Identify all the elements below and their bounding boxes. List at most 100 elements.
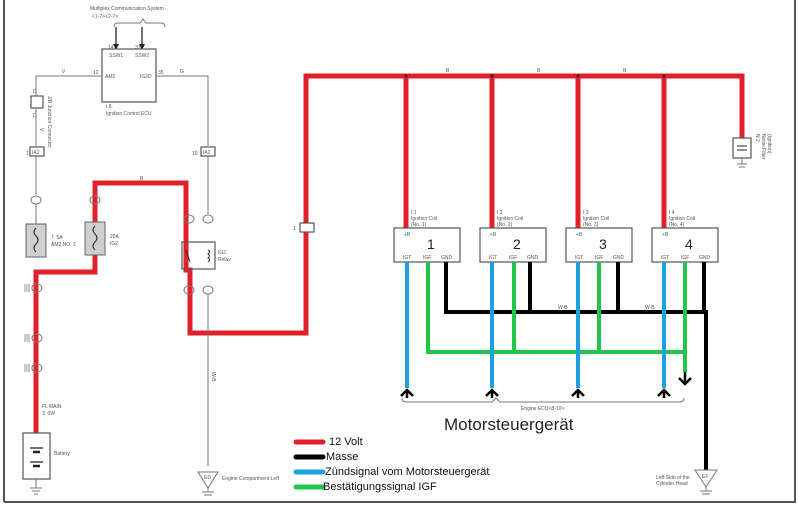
svg-text:W-B: W-B xyxy=(210,372,216,382)
svg-text:12: 12 xyxy=(93,70,99,76)
coil-ref: I 1 xyxy=(411,210,417,216)
wire-g xyxy=(156,75,209,146)
svg-text:IG2D: IG2D xyxy=(140,74,152,80)
svg-text:B: B xyxy=(623,68,627,74)
coil-number: 2 xyxy=(513,236,521,252)
connector-ring xyxy=(30,195,42,205)
multiplex-title: Multiplex Communication System xyxy=(90,6,164,12)
svg-text:37: 37 xyxy=(135,45,141,51)
coil-pin-igt: IGT xyxy=(575,255,583,261)
svg-text:14: 14 xyxy=(108,45,114,51)
svg-text:N 2: N 2 xyxy=(754,134,760,142)
legend-item: Bestätigungssignal IGF xyxy=(293,481,437,493)
coil-pin-gnd: GND xyxy=(527,255,539,261)
svg-text:1: 1 xyxy=(293,226,296,232)
coil-no: (No. 1) xyxy=(411,222,427,228)
svg-text:SSW1: SSW1 xyxy=(109,53,123,59)
coil-name: Ignition Coil xyxy=(497,216,523,222)
svg-text:10: 10 xyxy=(192,151,198,157)
svg-text:35: 35 xyxy=(158,70,164,76)
coil-no: (No. 4) xyxy=(669,222,685,228)
wires-igf xyxy=(426,262,687,372)
coil-plus-b: +B xyxy=(576,232,583,238)
ecu-brace xyxy=(401,397,685,403)
legend-label: Zündsignal vom Motorsteuergerät xyxy=(325,466,489,478)
svg-text:W-B: W-B xyxy=(558,305,568,311)
wire-v xyxy=(35,75,102,100)
coil-pin-igf: IGF xyxy=(423,255,431,261)
fuse-am2: 7. 5A AM2 NO. 2 xyxy=(25,223,76,258)
coil-box xyxy=(651,227,719,263)
legend-label: Masse xyxy=(326,451,358,463)
svg-text:Engine Compartment Left: Engine Compartment Left xyxy=(222,476,280,482)
svg-text:G: G xyxy=(180,69,184,75)
svg-text:B: B xyxy=(140,176,144,182)
svg-text:Noise Filter: Noise Filter xyxy=(760,134,766,160)
ground-ef: EF Left Side of the Cylinder Head xyxy=(656,469,718,495)
coil-plus-b: +B xyxy=(404,232,411,238)
coil-ref: I 3 xyxy=(583,210,589,216)
wires-12v xyxy=(33,73,745,437)
ecu-name: Ignition Control ECU xyxy=(106,111,152,117)
svg-text:V: V xyxy=(38,128,44,132)
connector-rings-left xyxy=(24,283,43,373)
legend-label: Bestätigungssignal IGF xyxy=(323,481,437,493)
arrow-ssw1 xyxy=(113,44,119,50)
svg-text:IA2: IA2 xyxy=(32,150,40,156)
ig2-relay: IG2 Relay xyxy=(181,214,231,295)
legend-item: Masse xyxy=(293,451,358,463)
svg-text:B: B xyxy=(537,68,541,74)
coil-pin-igf: IGF xyxy=(681,255,689,261)
ecu-ref: I 8 xyxy=(106,104,112,110)
connector-ia2-left: 1 IA2 xyxy=(26,146,45,157)
coil-no: (No. 3) xyxy=(583,222,599,228)
battery: Battery xyxy=(22,432,70,495)
svg-text:W-B: W-B xyxy=(645,305,655,311)
svg-text:B: B xyxy=(446,68,450,74)
fuse-ig2: 20A IG2 xyxy=(84,221,120,256)
motorsteuergeraet-title: Motorsteuergerät xyxy=(444,415,574,434)
coil-number: 4 xyxy=(685,236,693,252)
svg-text:Relay: Relay xyxy=(218,257,231,263)
svg-text:ED: ED xyxy=(204,475,211,481)
coil-number: 3 xyxy=(599,236,607,252)
svg-text:V: V xyxy=(62,69,66,75)
svg-text:1: 1 xyxy=(26,151,29,157)
multiplex-label: Multiplex Communication System <1-7><2-7… xyxy=(90,6,166,50)
ground-ed: ED Engine Compartment Left xyxy=(197,471,280,496)
coil-ref: I 2 xyxy=(497,210,503,216)
svg-text:Left Side of the: Left Side of the xyxy=(656,475,690,481)
legend-label: 12 Volt xyxy=(329,436,363,448)
ecu-arrows xyxy=(400,372,692,398)
coil-pin-igt: IGT xyxy=(403,255,411,261)
coil-pin-igt: IGT xyxy=(661,255,669,261)
legend-item: 12 Volt xyxy=(293,436,363,448)
svg-text:FL MAIN: FL MAIN xyxy=(42,404,62,410)
coil-plus-b: +B xyxy=(662,232,669,238)
coil-pin-gnd: GND xyxy=(613,255,625,261)
svg-text:20A: 20A xyxy=(110,234,120,240)
ignition-control-ecu: 14 37 SSW1 SSW2 AM2 IG2D 12 35 I 8 Ignit… xyxy=(93,45,164,117)
coil-box xyxy=(565,227,633,263)
svg-text:SSW2: SSW2 xyxy=(135,53,149,59)
coil-pin-gnd: GND xyxy=(441,255,453,261)
coil-pin-igf: IGF xyxy=(509,255,517,261)
svg-text:AM2: AM2 xyxy=(105,74,116,80)
svg-text:Cylinder Head: Cylinder Head xyxy=(656,481,688,487)
svg-text:J/B Junction Connector: J/B Junction Connector xyxy=(46,96,52,148)
coil-pin-igt: IGT xyxy=(489,255,497,261)
coil-name: Ignition Coil xyxy=(583,216,609,222)
engine-ecu-label: Engine ECU<8-10> xyxy=(521,406,564,412)
coil-name: Ignition Coil xyxy=(411,216,437,222)
legend-item: Zündsignal vom Motorsteuergerät xyxy=(293,466,489,478)
svg-text:(Ignition): (Ignition) xyxy=(766,134,772,154)
svg-text:7. 5A: 7. 5A xyxy=(51,235,63,241)
connector-ia2-right: 10 IA2 xyxy=(192,146,216,157)
svg-text:Battery: Battery xyxy=(54,451,70,457)
svg-text:3. 0W: 3. 0W xyxy=(42,411,55,417)
